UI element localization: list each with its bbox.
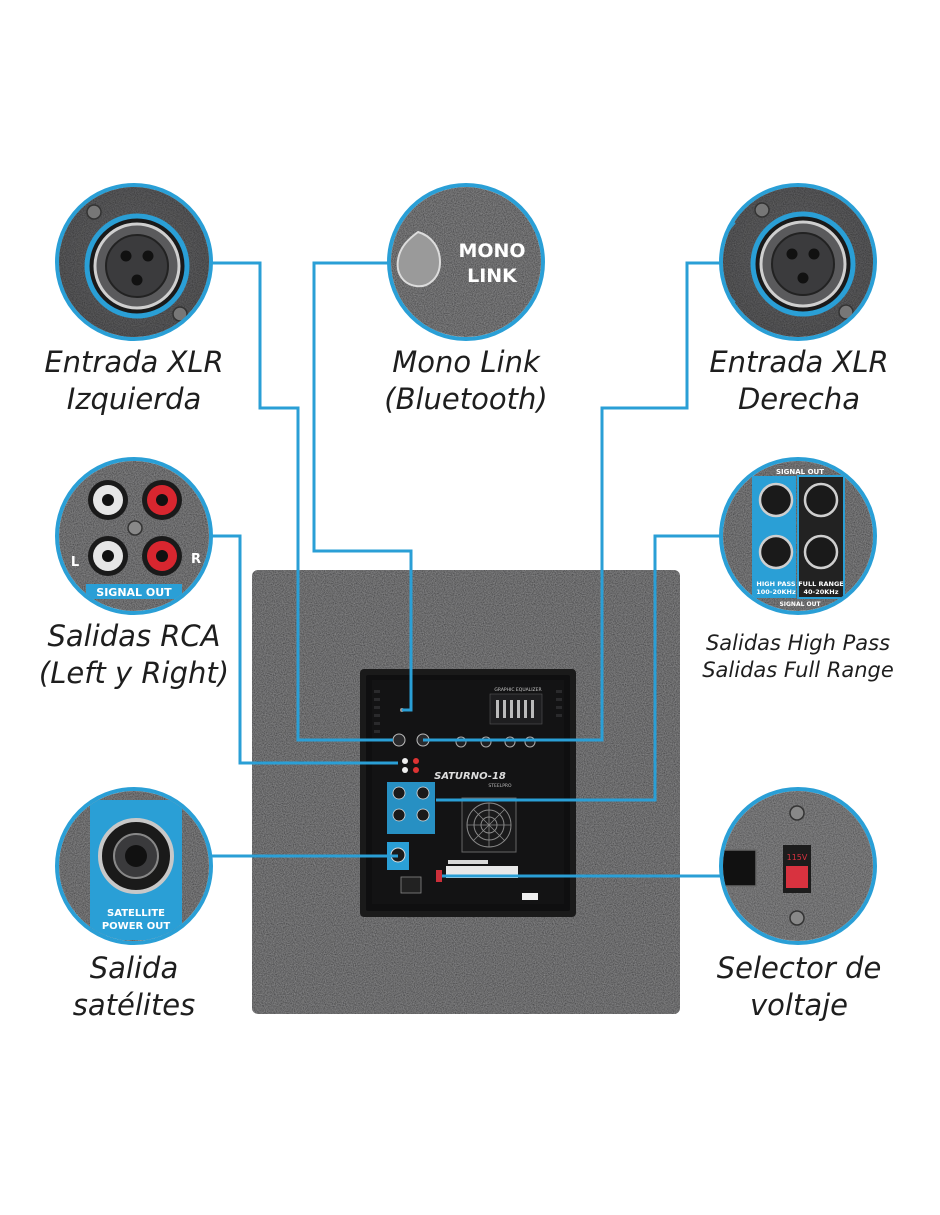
power-inlet bbox=[400, 876, 422, 894]
callout-voltage: 115V bbox=[719, 787, 877, 945]
label-voltage-line1: Selector de bbox=[716, 951, 882, 985]
panel-maker: STEELPRO bbox=[488, 783, 512, 789]
satellite-closeup-1: SATELLITE bbox=[107, 908, 165, 919]
callout-outputs: SIGNAL OUT HIGH PASS 100-20KHz FULL RANG… bbox=[719, 457, 877, 615]
mono-link-closeup-1: MONO bbox=[458, 240, 525, 262]
line-xlr-right bbox=[423, 261, 723, 742]
xlr-female-connector-icon bbox=[750, 211, 856, 317]
label-mono-link-line1: Mono Link bbox=[392, 345, 540, 379]
amplifier-panel: GRAPHIC EQUALIZER SATURNO-18 STEELPRO bbox=[372, 680, 564, 904]
line-rca bbox=[209, 534, 398, 765]
full-range-label: FULL RANGE bbox=[798, 580, 844, 588]
label-voltage: Selector de voltaje bbox=[694, 950, 904, 1024]
label-outputs-line2: Salidas Full Range bbox=[702, 657, 894, 682]
callout-xlr-right bbox=[719, 183, 877, 341]
label-xlr-right-line1: Entrada XLR bbox=[709, 345, 889, 379]
label-outputs-line1: Salidas High Pass bbox=[705, 631, 891, 655]
label-rca: Salidas RCA (Left y Right) bbox=[24, 618, 244, 692]
label-xlr-right-line2: Derecha bbox=[737, 382, 861, 417]
mono-link-closeup-2: LINK bbox=[467, 265, 518, 287]
full-range-range: 40-20KHz bbox=[803, 588, 838, 596]
label-rca-line1: Salidas RCA bbox=[47, 619, 221, 653]
panel-rca bbox=[402, 758, 419, 773]
label-satellite: Salida satélites bbox=[34, 950, 234, 1024]
callout-satellite: SATELLITE POWER OUT bbox=[55, 787, 213, 945]
label-rca-line2: (Left y Right) bbox=[38, 656, 230, 691]
label-xlr-left: Entrada XLR Izquierda bbox=[34, 344, 234, 418]
voltage-switch-small bbox=[436, 870, 442, 882]
rca-left-mark: L bbox=[71, 555, 79, 570]
callout-rca: L R SIGNAL OUT bbox=[55, 457, 213, 615]
callout-xlr-left bbox=[55, 183, 213, 341]
label-satellite-line2: satélites bbox=[72, 988, 196, 1023]
rca-signal-out: SIGNAL OUT bbox=[96, 586, 172, 599]
line-xlr-left bbox=[209, 261, 393, 742]
rca-right-mark: R bbox=[191, 552, 201, 567]
label-satellite-line1: Salida bbox=[89, 951, 179, 985]
cooling-fan bbox=[461, 797, 517, 853]
speakon-connector-icon bbox=[98, 818, 174, 894]
outputs-signal-out-bottom: SIGNAL OUT bbox=[779, 601, 821, 608]
line-mono-link bbox=[312, 261, 413, 712]
voltage-closeup: 115V bbox=[787, 853, 808, 862]
label-voltage-line2: voltaje bbox=[749, 988, 848, 1023]
label-xlr-left-line1: Entrada XLR bbox=[44, 345, 224, 379]
voltage-switch-icon: 115V bbox=[783, 845, 811, 893]
label-xlr-left-line2: Izquierda bbox=[66, 382, 202, 417]
callout-mono-link: MONO LINK bbox=[387, 183, 545, 341]
panel-xlr-left bbox=[392, 733, 406, 747]
panel-brand: SATURNO-18 bbox=[434, 771, 506, 782]
label-mono-link-line2: (Bluetooth) bbox=[384, 382, 548, 417]
label-outputs: Salidas High Pass Salidas Full Range bbox=[690, 630, 906, 684]
outputs-signal-out-top: SIGNAL OUT bbox=[776, 468, 824, 476]
label-mono-link: Mono Link (Bluetooth) bbox=[356, 344, 576, 418]
satellite-closeup-2: POWER OUT bbox=[102, 921, 170, 932]
line-outputs bbox=[436, 534, 723, 802]
high-pass-label: HIGH PASS bbox=[756, 580, 795, 588]
high-pass-range: 100-20KHz bbox=[756, 588, 796, 596]
leader-lines bbox=[209, 261, 723, 878]
xlr-female-connector-icon bbox=[84, 213, 190, 319]
xlr-male-outputs-icon bbox=[758, 482, 839, 570]
eq-label: GRAPHIC EQUALIZER bbox=[494, 687, 541, 693]
label-xlr-right: Entrada XLR Derecha bbox=[694, 344, 904, 418]
mono-link-button-icon bbox=[396, 230, 442, 288]
rca-jacks-icon bbox=[88, 480, 182, 576]
